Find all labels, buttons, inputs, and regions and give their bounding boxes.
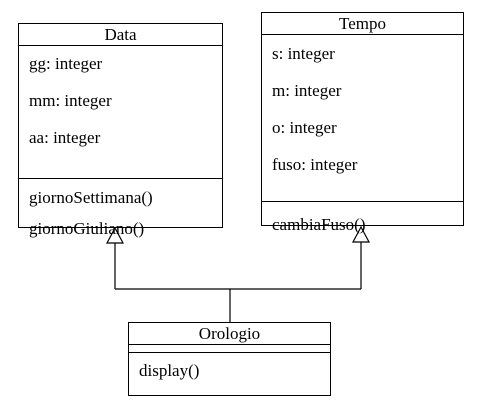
attribute: gg: integer xyxy=(29,54,103,73)
attribute: s: integer xyxy=(272,44,335,63)
attribute: o: integer xyxy=(272,118,337,137)
class-orologio-methods: display() xyxy=(129,353,330,382)
attribute: fuso: integer xyxy=(272,155,358,174)
attribute: mm: integer xyxy=(29,91,112,110)
class-data-attributes: gg: integer mm: integer aa: integer xyxy=(19,46,222,179)
method: cambiaFuso() xyxy=(272,215,366,234)
class-data-name: Data xyxy=(19,24,222,46)
class-tempo: Tempo s: integer m: integer o: integer f… xyxy=(261,12,464,234)
generalization-arrowhead-tempo xyxy=(352,225,370,243)
method: display() xyxy=(139,361,200,380)
attribute: aa: integer xyxy=(29,128,101,147)
class-tempo-attributes: s: integer m: integer o: integer fuso: i… xyxy=(262,35,463,202)
method: giornoGiuliano() xyxy=(29,219,145,238)
class-orologio-name: Orologio xyxy=(129,323,330,345)
class-orologio-attributes xyxy=(129,345,330,353)
attribute: m: integer xyxy=(272,81,342,100)
class-data-methods: giornoSettimana() giornoGiuliano() xyxy=(19,179,222,249)
generalization-arrowhead-data xyxy=(106,226,124,244)
method: giornoSettimana() xyxy=(29,188,153,207)
class-orologio: Orologio display() xyxy=(128,322,331,396)
class-tempo-methods: cambiaFuso() xyxy=(262,202,463,236)
class-data: Data gg: integer mm: integer aa: integer… xyxy=(18,23,223,238)
class-tempo-name: Tempo xyxy=(262,13,463,35)
